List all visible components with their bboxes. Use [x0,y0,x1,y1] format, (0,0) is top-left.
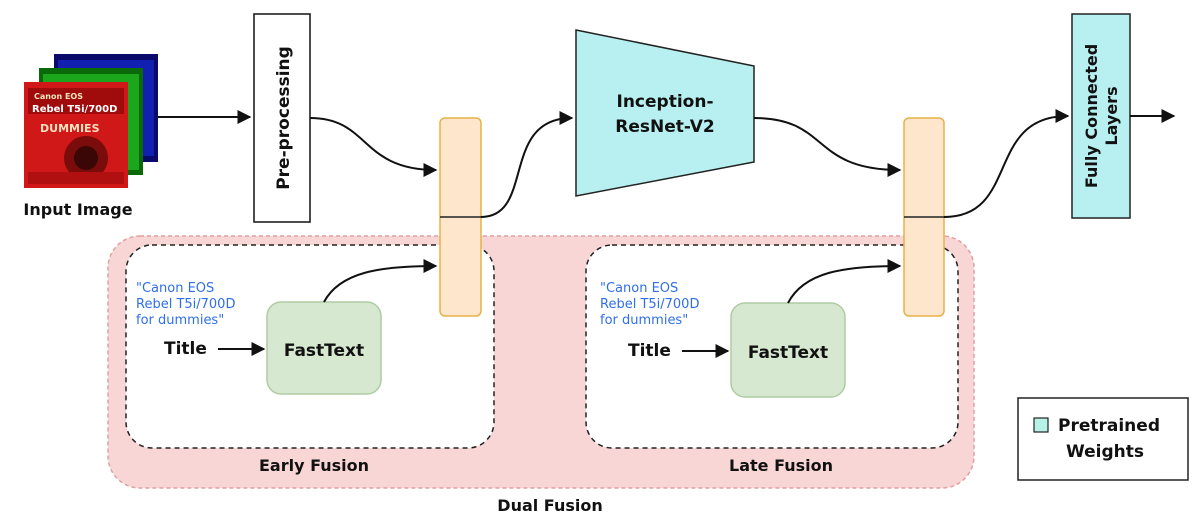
concat-to-inception-arrow [480,111,574,218]
late-concat-to-fc-arrow [943,109,1070,218]
late-concat-vector [903,117,945,317]
legend: Pretrained Weights [1017,397,1189,481]
early-fasttext-to-concat-arrow [323,259,438,303]
input-image-label: Input Image [23,200,132,219]
early-fusion-caption: Early Fusion [259,456,369,475]
dual-fusion-caption: Dual Fusion [497,496,602,515]
legend-box [1017,397,1189,481]
inception-resnet-v2-block [575,29,755,197]
late-fasttext-label: FastText [748,343,828,363]
fc-label-line2: Layers [1102,86,1121,145]
inception-label-line2: ResNet-V2 [615,117,714,137]
legend-label-line2: Weights [1066,442,1144,462]
inception-label-line1: Inception- [617,92,714,112]
late-title-label: Title [628,341,671,361]
preprocessing-to-concat-arrow [309,117,438,177]
early-concat-vector [439,117,482,317]
late-fasttext-to-concat-arrow [787,259,902,304]
late-title-example-line3: for dummies" [600,313,688,328]
preprocessing-box [253,13,311,223]
cover-title-line1: Canon EOS [34,92,83,101]
early-title-example-line2: Rebel T5i/700D [136,297,235,312]
legend-label-line1: Pretrained [1058,416,1160,436]
early-title-label: Title [164,339,207,359]
early-fasttext-label: FastText [284,341,364,361]
late-title-example-line2: Rebel T5i/700D [600,297,699,312]
early-title-example-line1: "Canon EOS [136,281,214,296]
input-image-stack: Canon EOS Rebel T5i/700D DUMMIES [24,54,158,188]
fully-connected-layers-box [1071,13,1131,219]
preprocessing-label: Pre-processing [274,46,294,190]
legend-pretrained-swatch [1033,417,1049,433]
inception-to-late-concat-arrow [753,117,902,177]
late-title-example-line1: "Canon EOS [600,281,678,296]
fc-label-line1: Fully Connected [1082,44,1101,188]
early-title-example-line3: for dummies" [136,313,224,328]
cover-title-line2: Rebel T5i/700D [32,104,117,115]
cover-title-line3: DUMMIES [40,122,100,135]
late-fusion-caption: Late Fusion [729,456,833,475]
